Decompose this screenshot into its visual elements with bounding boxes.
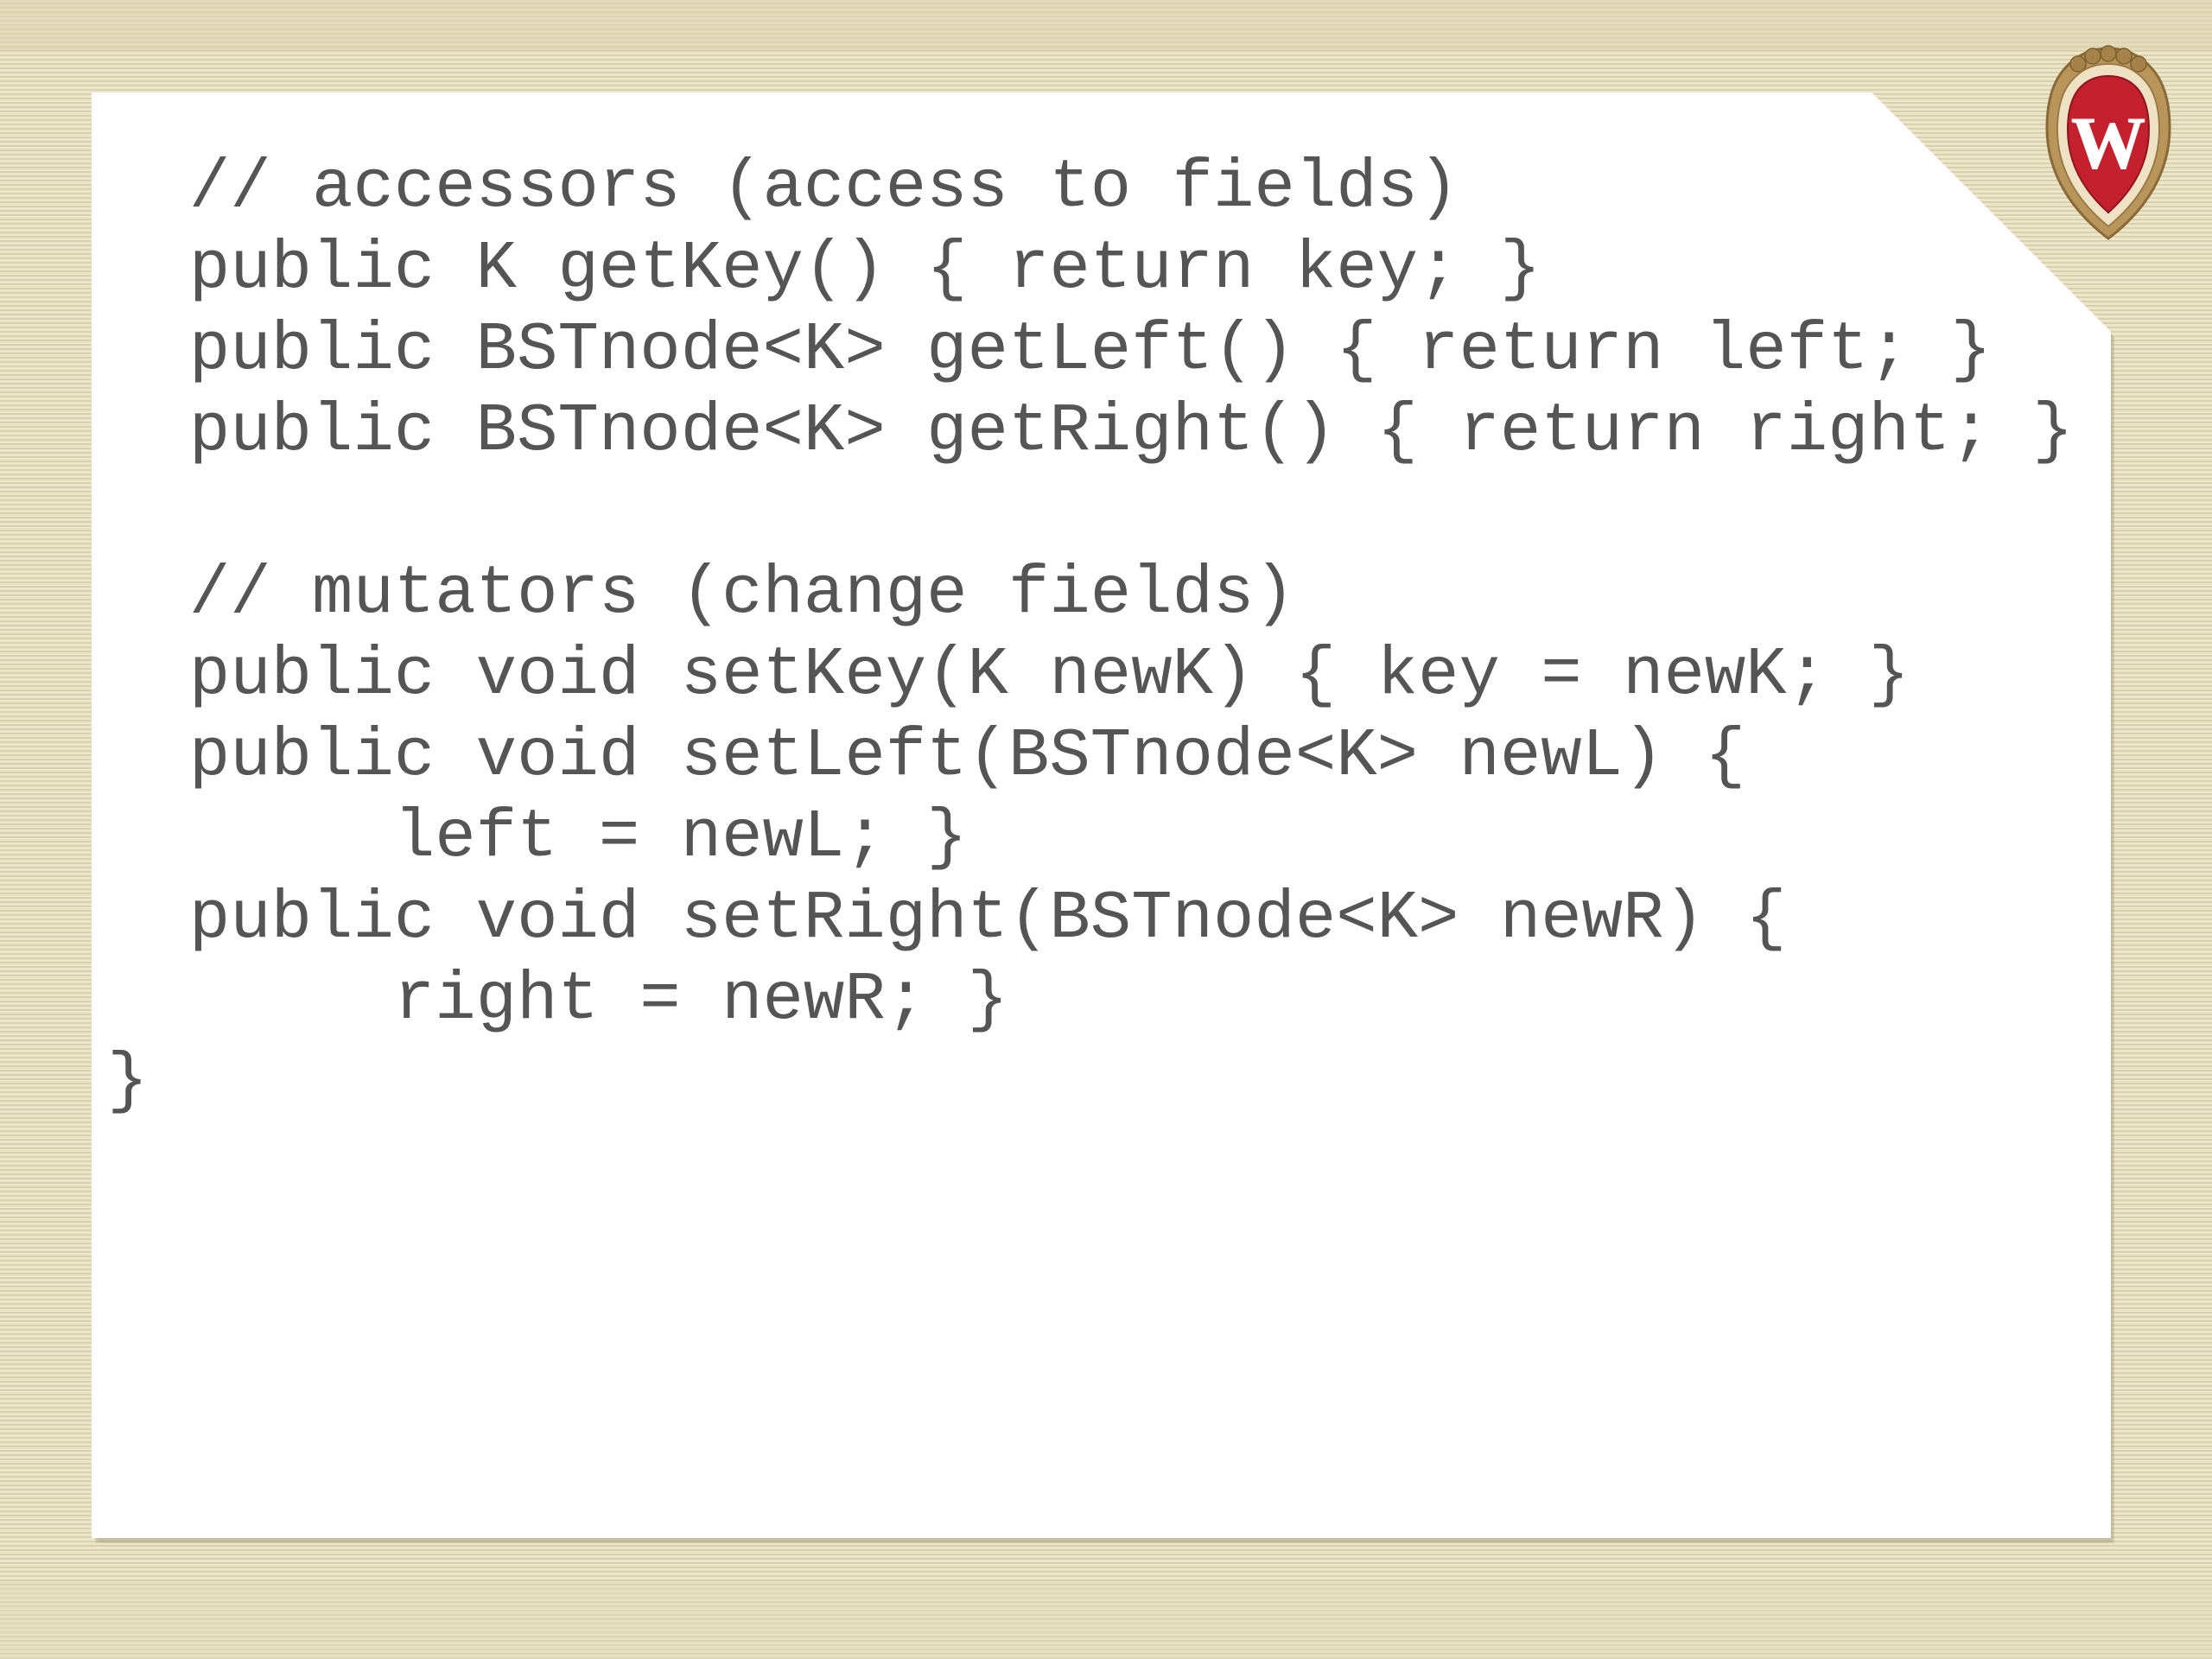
- code-line-7: public void setKey(K newK) { key = newK;…: [107, 636, 1910, 714]
- slide-panel: [92, 92, 2111, 1538]
- code-line-2: public K getKey() { return key; }: [107, 230, 1541, 308]
- code-line-11: right = newR; }: [107, 961, 1008, 1039]
- code-line-9: left = newL; }: [107, 798, 968, 876]
- crest-red-shield: [2066, 74, 2151, 214]
- code-line-5: [107, 472, 2074, 553]
- crest-top-ornament: [2069, 45, 2147, 73]
- crest-letter: W: [2071, 101, 2145, 184]
- university-crest-icon: W: [2045, 45, 2171, 240]
- code-line-10: public void setRight(BSTnode<K> newR) {: [107, 880, 1787, 957]
- background-top-band: [0, 0, 2212, 50]
- code-line-1: // accessors (access to fields): [107, 149, 1459, 226]
- code-line-4: public BSTnode<K> getRight() { return ri…: [107, 392, 2074, 470]
- code-line-3: public BSTnode<K> getLeft() { return lef…: [107, 311, 1992, 389]
- code-block: // accessors (access to fields) public K…: [107, 147, 2074, 1122]
- background-bottom-band: [0, 1581, 2212, 1659]
- code-line-8: public void setLeft(BSTnode<K> newL) {: [107, 717, 1746, 795]
- code-line-6: // mutators (change fields): [107, 555, 1295, 632]
- code-line-12: }: [107, 1042, 149, 1120]
